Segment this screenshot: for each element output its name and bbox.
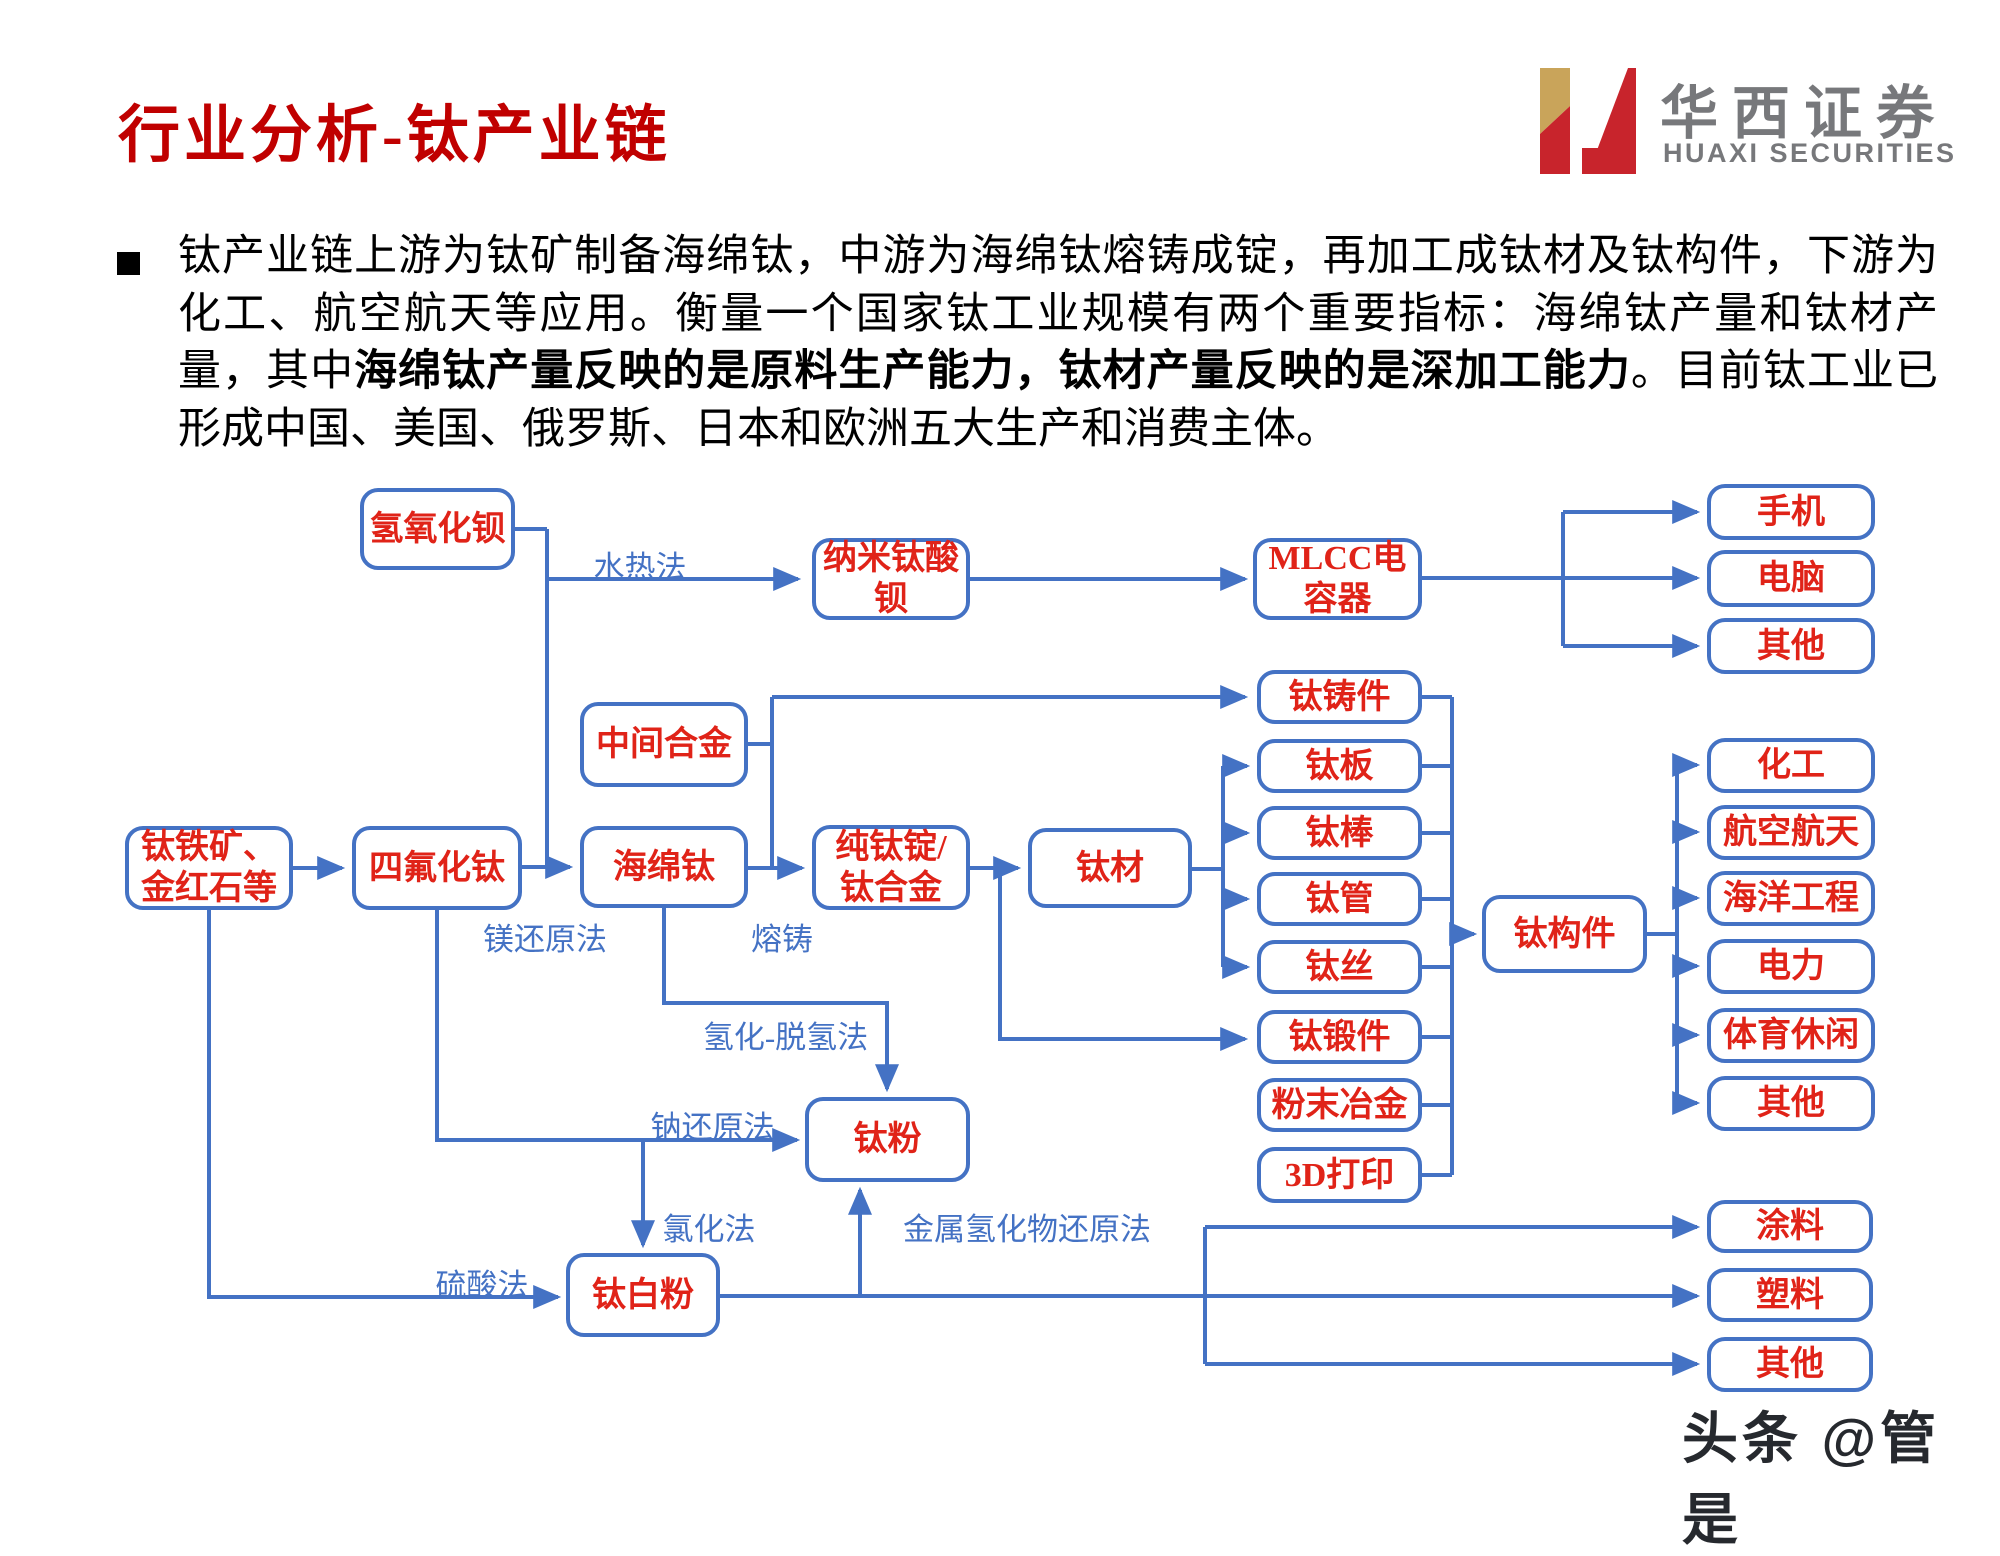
flowchart-connectors bbox=[207, 500, 1701, 1376]
node-titanium-plate: 钛板 bbox=[1257, 739, 1422, 793]
node-nano-barium-titanate: 纳米钛酸钡 bbox=[812, 538, 970, 620]
node-coating: 涂料 bbox=[1707, 1200, 1873, 1253]
bullet-square bbox=[117, 252, 140, 275]
label-metal-hydride-reduction: 金属氢化物还原法 bbox=[903, 1212, 1151, 1247]
node-other-applications: 其他 bbox=[1707, 1337, 1873, 1392]
node-titanium-component: 钛构件 bbox=[1482, 895, 1647, 973]
node-chemical-industry: 化工 bbox=[1707, 738, 1875, 793]
logo-name-en: HUAXI SECURITIES bbox=[1663, 138, 1957, 168]
huaxi-logo-icon bbox=[1540, 68, 1636, 174]
node-titanium-wire: 钛丝 bbox=[1257, 940, 1422, 994]
node-titanium-powder: 钛粉 bbox=[805, 1097, 970, 1182]
node-computer: 电脑 bbox=[1707, 550, 1875, 607]
label-hydride-dehydride-method: 氢化-脱氢法 bbox=[702, 1020, 869, 1055]
node-titanium-forging: 钛锻件 bbox=[1257, 1010, 1422, 1064]
node-plastic: 塑料 bbox=[1707, 1268, 1873, 1322]
node-mobile-phone: 手机 bbox=[1707, 484, 1875, 540]
watermark: 头条 @管是 bbox=[1682, 1407, 1941, 1551]
node-intermediate-alloy: 中间合金 bbox=[580, 702, 748, 787]
node-3d-printing: 3D打印 bbox=[1257, 1147, 1422, 1203]
node-ilmenite-rutile: 钛铁矿、金红石等 bbox=[125, 826, 293, 910]
node-sponge-titanium: 海绵钛 bbox=[580, 826, 748, 908]
logo-name-zh: 华西证券 bbox=[1660, 81, 1949, 146]
page-title: 行业分析-钛产业链 bbox=[118, 102, 671, 170]
intro-tail: 。目前钛工业已形成中国、美国、俄罗斯、日本和欧洲五大生产和消费主体。 bbox=[178, 348, 1939, 453]
label-sulfate-method: 硫酸法 bbox=[435, 1268, 529, 1303]
intro-paragraph: 钛产业链上游为钛矿制备海绵钛，中游为海绵钛熔铸成锭，再加工成钛材及钛构件，下游为… bbox=[178, 228, 1938, 458]
node-aerospace: 航空航天 bbox=[1707, 805, 1875, 860]
node-marine-engineering: 海洋工程 bbox=[1707, 871, 1875, 926]
node-pure-ingot-alloy: 纯钛锭/钛合金 bbox=[812, 825, 970, 910]
node-other-components: 其他 bbox=[1707, 1076, 1875, 1131]
intro-lead: 钛产业链上游为钛矿制备海绵钛，中游为海绵钛熔铸成锭，再加工成钛材及钛构件，下游为… bbox=[178, 233, 1938, 395]
node-titanium-tetrafluoride: 四氟化钛 bbox=[352, 826, 522, 910]
node-titanium-material: 钛材 bbox=[1028, 828, 1192, 908]
label-melt-casting: 熔铸 bbox=[751, 922, 813, 957]
node-sports-leisure: 体育休闲 bbox=[1707, 1008, 1875, 1063]
node-mlcc-capacitor: MLCC电容器 bbox=[1253, 538, 1422, 620]
label-magnesium-reduction: 镁还原法 bbox=[483, 922, 607, 957]
node-barium-hydroxide: 氢氧化钡 bbox=[360, 488, 515, 570]
node-titanium-tube: 钛管 bbox=[1257, 872, 1422, 926]
label-chlorination-method: 氯化法 bbox=[662, 1212, 756, 1247]
node-electric-power: 电力 bbox=[1707, 939, 1875, 994]
node-titanium-dioxide: 钛白粉 bbox=[566, 1253, 720, 1337]
label-hydrothermal-method: 水热法 bbox=[593, 550, 687, 585]
label-sodium-reduction: 钠还原法 bbox=[650, 1110, 775, 1145]
connector-lines bbox=[207, 500, 1701, 1376]
node-titanium-rod: 钛棒 bbox=[1257, 806, 1422, 860]
intro-bold: 海绵钛产量反映的是原料生产能力，钛材产量反映的是深加工能力 bbox=[354, 348, 1631, 395]
node-powder-metallurgy: 粉末冶金 bbox=[1257, 1078, 1422, 1132]
node-other-electronics: 其他 bbox=[1707, 618, 1875, 674]
node-titanium-casting: 钛铸件 bbox=[1257, 670, 1422, 724]
